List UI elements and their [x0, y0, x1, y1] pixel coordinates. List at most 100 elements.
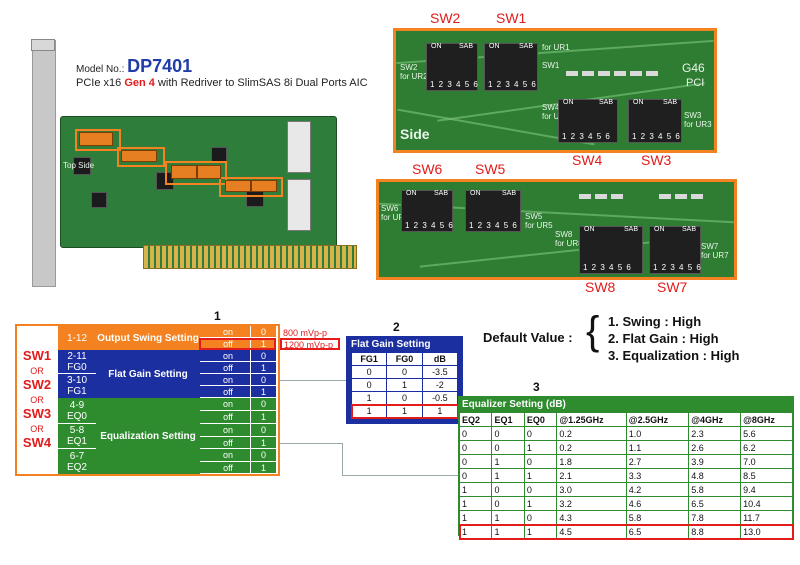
eq-cell: 1 [491, 468, 525, 483]
eq-cell: 0 [523, 510, 558, 525]
eq-cell: 1 [458, 496, 493, 511]
eq-cell: 2.1 [556, 468, 627, 483]
eq-cell: 8.5 [740, 468, 793, 483]
eq-cell: 0 [491, 496, 525, 511]
pci-bracket [31, 39, 56, 287]
pcb-board: Top Side [60, 116, 357, 269]
eq-cell: 0.2 [556, 426, 627, 441]
label-sw1: SW1 [496, 10, 527, 26]
pins-1-12: 1-12 [58, 326, 96, 350]
eq-cell: 1 [523, 468, 558, 483]
eq-cell: 1 [458, 510, 493, 525]
eq-cell: 3.2 [556, 496, 627, 511]
label-sw8: SW8 [585, 279, 616, 295]
eq-header-cell: @4GHz [688, 412, 742, 427]
model-title: Model No.: DP7401 [76, 56, 193, 76]
eq-header-cell: @1.25GHz [556, 412, 627, 427]
switch-sw3: SW3 [22, 406, 52, 421]
slimsas-connector-2 [287, 179, 311, 231]
default-value-label: Default Value : [483, 330, 573, 345]
default-flat-gain: 2. Flat Gain : High [608, 331, 719, 346]
eq-cell: 4.8 [688, 468, 742, 483]
eq-cell: 13.0 [740, 524, 793, 539]
eq-cell: 0 [458, 454, 493, 469]
eq-cell: 0 [523, 482, 558, 497]
equalizer-title: Equalizer Setting (dB) [462, 399, 566, 410]
eq-cell: 10.4 [740, 496, 793, 511]
eq-cell: 4.3 [556, 510, 627, 525]
label-sw7: SW7 [657, 279, 688, 295]
eq-header-cell: EQ1 [491, 412, 525, 427]
eq-cell: 4.6 [625, 496, 690, 511]
slimsas-connector-1 [287, 121, 311, 173]
eq-cell: 0 [523, 426, 558, 441]
default-swing-highlight [199, 338, 276, 350]
eq-cell: 2.3 [688, 426, 742, 441]
group-flat-gain: Flat Gain Setting [96, 350, 200, 398]
table-1-number: 1 [214, 309, 221, 323]
label-sw5: SW5 [475, 161, 506, 177]
eq-cell: 1 [523, 524, 558, 539]
eq-cell: 0 [523, 454, 558, 469]
table-2-number: 2 [393, 320, 400, 334]
eq-cell: 2.7 [625, 454, 690, 469]
eq-cell: 3.9 [688, 454, 742, 469]
eq-cell: 3.0 [556, 482, 627, 497]
eq-cell: 5.8 [625, 510, 690, 525]
eq-cell: 5.8 [688, 482, 742, 497]
product-description: PCIe x16 Gen 4 with Redriver to SlimSAS … [76, 77, 368, 89]
eq-cell: 4.2 [625, 482, 690, 497]
eq-cell: 0 [491, 440, 525, 455]
gold-fingers [143, 245, 357, 269]
eq-cell: 0.2 [556, 440, 627, 455]
switch-closeup-sw5-sw8: SW6 for UR6 SW5 for UR5 SW8 for UR8 SW7 … [376, 179, 737, 280]
switch-sw4: SW4 [22, 435, 52, 450]
eq-cell: 5.6 [740, 426, 793, 441]
model-number: DP7401 [127, 56, 193, 76]
eq-cell: 1 [523, 496, 558, 511]
swing-note-low: 800 mVp-p [283, 328, 328, 338]
eq-cell: 4.5 [556, 524, 627, 539]
eq-header-cell: @8GHz [740, 412, 793, 427]
eq-cell: 1.0 [625, 426, 690, 441]
label-sw2: SW2 [430, 10, 461, 26]
eq-cell: 7.0 [740, 454, 793, 469]
eq-cell: 6.2 [740, 440, 793, 455]
default-equalization: 3. Equalization : High [608, 348, 740, 363]
eq-cell: 1 [491, 454, 525, 469]
switch-sw1: SW1 [22, 348, 52, 363]
table-3-number: 3 [533, 380, 540, 394]
eq-header-cell: @2.5GHz [625, 412, 690, 427]
eq-cell: 1 [458, 482, 493, 497]
top-side-label: Top Side [63, 161, 95, 170]
eq-header-cell: EQ0 [523, 412, 558, 427]
eq-cell: 6.5 [625, 524, 690, 539]
eq-cell: 2.6 [688, 440, 742, 455]
switch-closeup-sw1-sw4: Side G46 PCI SW2 for UR2 SW1 for UR1 SW4… [393, 28, 717, 153]
eq-cell: 1 [523, 440, 558, 455]
